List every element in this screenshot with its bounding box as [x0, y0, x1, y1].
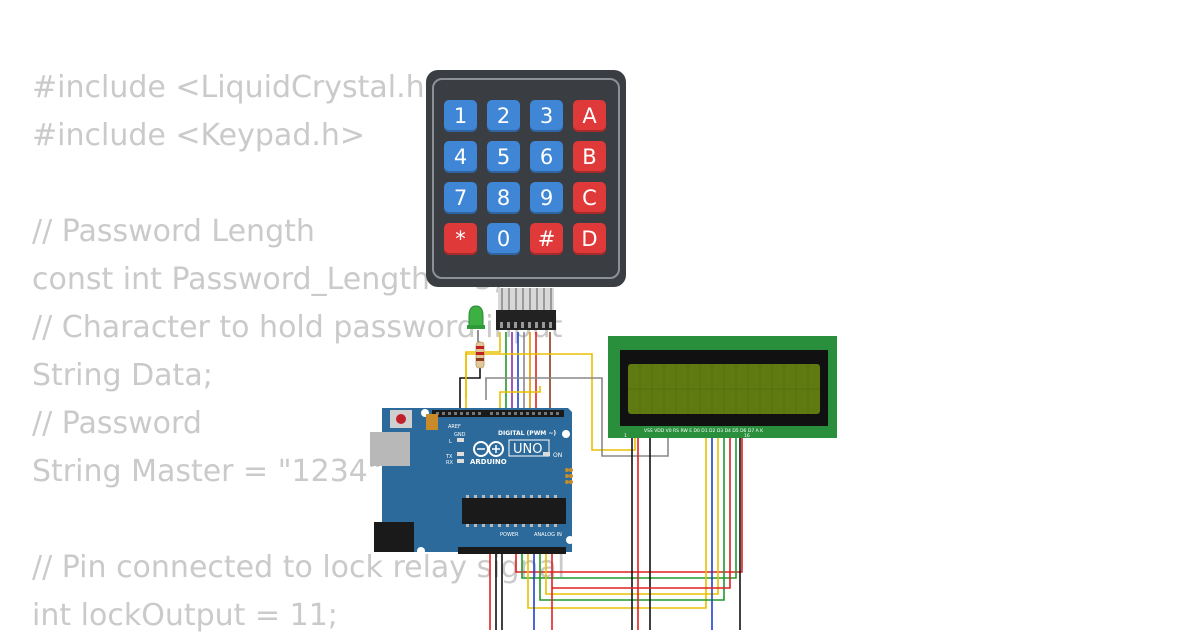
key-1[interactable]: 1 — [444, 100, 477, 132]
analog-label: ANALOG IN — [534, 532, 562, 538]
gnd-label: GND — [454, 432, 466, 438]
code-line: #include <LiquidCrystal.h> — [32, 70, 450, 105]
microcontroller-chip — [462, 498, 566, 524]
resistor — [475, 341, 485, 369]
lcd-16x2: VSS VDD V0 RS RW E D0 D1 D2 D3 D4 D5 D6 … — [608, 336, 837, 439]
key-2[interactable]: 2 — [487, 100, 520, 132]
key-7[interactable]: 7 — [444, 182, 477, 214]
key-3[interactable]: 3 — [530, 100, 563, 132]
wire-yellow — [527, 432, 707, 609]
tx-label: TX — [445, 454, 453, 460]
wire-red — [515, 432, 743, 573]
code-line: #include <Keypad.h> — [32, 118, 366, 153]
l-led-label: L — [449, 439, 452, 445]
wire-yellow — [465, 353, 636, 451]
uno-label: UNO — [513, 442, 542, 457]
code-line: // Pin connected to lock relay signal — [32, 550, 566, 585]
key-star[interactable]: * — [444, 223, 477, 255]
wire-green — [521, 432, 737, 579]
usb-port — [370, 432, 410, 466]
code-listing: #include <LiquidCrystal.h> #include <Keyp… — [32, 64, 565, 640]
keypad-connector — [496, 288, 556, 330]
keypad-frame — [432, 78, 620, 279]
key-4[interactable]: 4 — [444, 141, 477, 173]
key-d[interactable]: D — [573, 223, 606, 255]
arduino-logo — [473, 439, 550, 457]
key-hash[interactable]: # — [530, 223, 563, 255]
wire-gray — [485, 377, 669, 457]
power-jack — [374, 522, 414, 552]
on-label: ON — [553, 452, 562, 459]
key-b[interactable]: B — [573, 141, 606, 173]
key-5[interactable]: 5 — [487, 141, 520, 173]
key-c[interactable]: C — [573, 182, 606, 214]
lcd-pin-labels: VSS VDD V0 RS RW E D0 D1 D2 D3 D4 D5 D6 … — [644, 428, 764, 434]
code-line: // Password — [32, 406, 202, 441]
key-6[interactable]: 6 — [530, 141, 563, 173]
arduino-brand: ARDUINO — [470, 458, 507, 466]
arduino-uno-board: AREF GND DIGITAL (PWM ~) UNO ARDUINO L T… — [370, 408, 574, 555]
key-9[interactable]: 9 — [530, 182, 563, 214]
wire-led-leg — [477, 330, 480, 343]
power-label: POWER — [500, 532, 519, 538]
lcd-pin-first: 1 — [624, 433, 627, 439]
code-line: // Password Length — [32, 214, 315, 249]
green-led — [467, 305, 485, 329]
key-8[interactable]: 8 — [487, 182, 520, 214]
digital-label: DIGITAL (PWM ~) — [498, 430, 556, 437]
key-0[interactable]: 0 — [487, 223, 520, 255]
wires — [459, 330, 743, 630]
lcd-pin-last: 16 — [744, 433, 750, 439]
key-a[interactable]: A — [573, 100, 606, 132]
lcd-character-grid — [628, 364, 820, 414]
aref-label: AREF — [448, 424, 461, 430]
wire-black — [459, 368, 481, 410]
wire-red — [552, 432, 731, 589]
rx-label: RX — [446, 460, 453, 466]
code-line: int lockOutput = 11; — [32, 598, 338, 633]
code-line: String Data; — [32, 358, 213, 393]
wire-yellow — [499, 386, 541, 410]
